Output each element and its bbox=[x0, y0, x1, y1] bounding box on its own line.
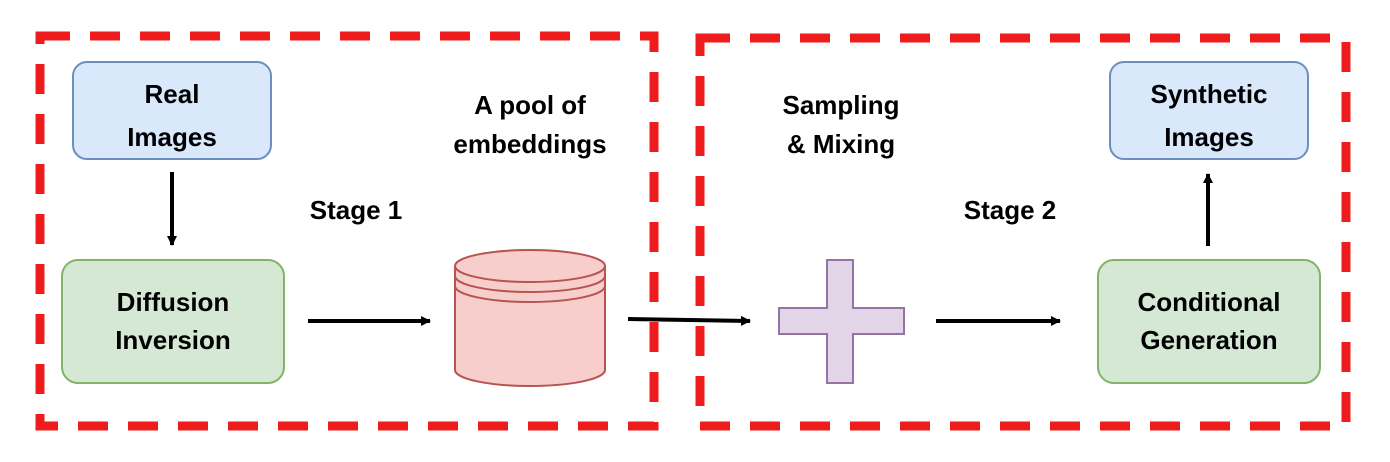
diffusion-inversion-label-line1: Diffusion bbox=[117, 287, 230, 317]
embedding-pool-label-line2: embeddings bbox=[453, 129, 606, 159]
arrow-pool-to-mixing bbox=[627, 315, 751, 326]
stage2-boundary bbox=[695, 33, 1351, 431]
conditional-generation-label-line2: Generation bbox=[1140, 325, 1277, 355]
real-images-node: Real Images bbox=[72, 61, 272, 160]
conditional-generation-label-line1: Conditional bbox=[1138, 287, 1281, 317]
synthetic-images-label-line1: Synthetic bbox=[1150, 79, 1267, 109]
real-images-label-line1: Real bbox=[145, 79, 200, 109]
stage1-boundary bbox=[35, 31, 659, 431]
diffusion-inversion-node: Diffusion Inversion bbox=[61, 259, 285, 384]
conditional-generation-node: Conditional Generation bbox=[1097, 259, 1321, 384]
synthetic-images-node: Synthetic Images bbox=[1109, 61, 1309, 160]
plus-icon bbox=[778, 259, 905, 384]
sampling-mixing-label-line2: & Mixing bbox=[787, 129, 895, 159]
diffusion-inversion-label-line2: Inversion bbox=[115, 325, 231, 355]
stage2-label: Stage 2 bbox=[964, 195, 1057, 225]
embedding-pool-label-line1: A pool of bbox=[474, 90, 586, 120]
real-images-label-line2: Images bbox=[127, 122, 217, 152]
stage1-label: Stage 1 bbox=[310, 195, 403, 225]
sampling-mixing-label-line1: Sampling bbox=[782, 90, 899, 120]
synthetic-images-label-line2: Images bbox=[1164, 122, 1254, 152]
database-icon bbox=[454, 249, 606, 387]
